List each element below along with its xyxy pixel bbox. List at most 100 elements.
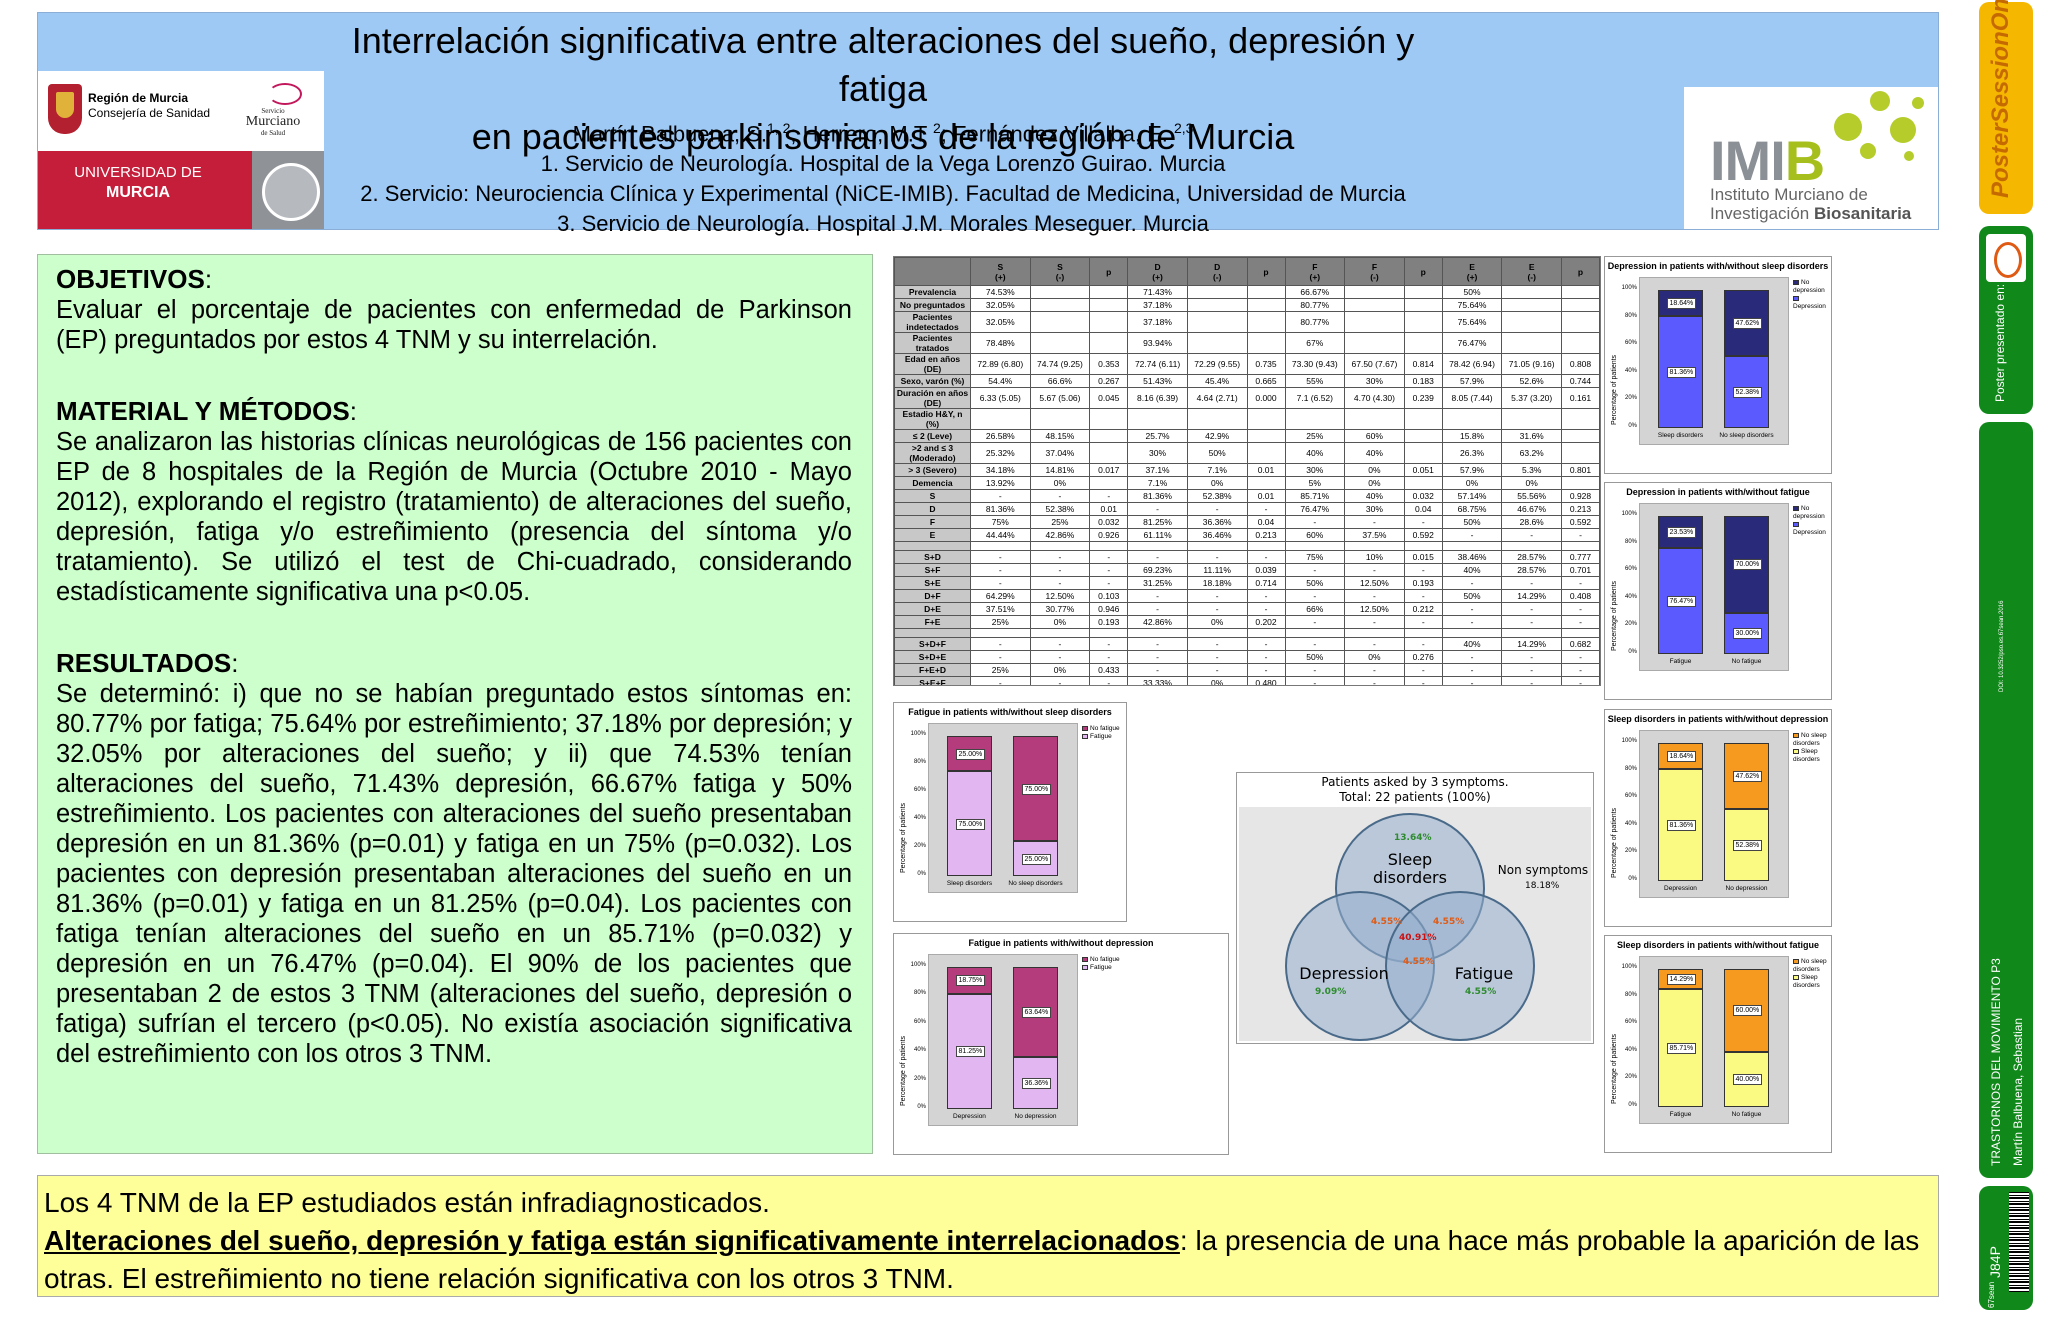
table-cell: 0.744	[1561, 374, 1600, 388]
table-cell	[1246, 311, 1286, 333]
table-cell: 37.1%	[1127, 463, 1188, 477]
table-cell: -	[1127, 602, 1188, 616]
table-cell: 0.202	[1246, 615, 1286, 629]
table-cell: 66.6%	[1029, 374, 1091, 388]
table-cell: 52.38%	[1186, 489, 1248, 503]
table-cell	[1403, 285, 1443, 299]
table-cell: -	[1561, 615, 1600, 629]
table-cell: -	[970, 650, 1031, 664]
y-tick-label: 100%	[910, 962, 926, 968]
table-cell: 67.50 (7.67)	[1344, 353, 1405, 375]
table-cell: -	[1089, 637, 1129, 651]
y-axis-label: Percentage of patients	[1611, 580, 1618, 651]
table-cell	[1501, 285, 1562, 299]
table-cell: -	[1441, 576, 1503, 590]
table-cell	[1089, 285, 1129, 299]
table-cell: 45.4%	[1186, 374, 1248, 388]
table-cell	[1186, 332, 1248, 354]
table-cell: 30%	[1344, 374, 1405, 388]
table-header-cell: p	[1089, 257, 1129, 286]
table-cell: 25%	[970, 615, 1031, 629]
y-axis-label: Percentage of patients	[1611, 807, 1618, 878]
y-tick-label: 100%	[1621, 964, 1637, 970]
event-logo-icon	[1986, 234, 2026, 282]
bar-data-label: 52.38%	[1732, 839, 1763, 851]
table-cell: -	[1501, 602, 1562, 616]
venn-non-symptoms-pct: 18.18%	[1525, 881, 1560, 891]
table-row-label: D+F	[894, 589, 971, 603]
table-cell	[1561, 442, 1600, 464]
author-name: Martín Balbuena, Sebastian	[2011, 1017, 2025, 1166]
bar-data-label: 81.36%	[1666, 366, 1697, 378]
table-cell	[1441, 541, 1503, 551]
table-cell	[1561, 408, 1600, 430]
table-cell: 76.47%	[1441, 332, 1503, 354]
table-row-label: No preguntados	[894, 298, 971, 312]
affiliation-1: 1. Servicio de Neurología. Hospital de l…	[540, 151, 1226, 177]
table-cell: 11.11%	[1186, 563, 1248, 577]
table-cell: 25.32%	[970, 442, 1031, 464]
table-cell: -	[1561, 663, 1600, 677]
table-cell: 57.9%	[1441, 463, 1503, 477]
table-row: S+D+E------50%0%0.276---	[894, 650, 1600, 664]
table-cell: 25.7%	[1127, 429, 1188, 443]
y-tick-label: 20%	[1624, 395, 1637, 402]
table-cell: 0.714	[1246, 576, 1286, 590]
table-cell	[1127, 408, 1188, 430]
bar-data-label: 75.00%	[1021, 783, 1052, 795]
table-header-cell: E (+)	[1441, 257, 1503, 286]
venn-diagram: Patients asked by 3 symptoms. Total: 22 …	[1236, 772, 1594, 1044]
table-cell: 0.267	[1089, 374, 1129, 388]
y-tick-label: 60%	[1624, 340, 1637, 347]
table-cell: 26.3%	[1441, 442, 1503, 464]
legend-entry: Sleep disorders	[1793, 974, 1820, 989]
table-cell: 0.701	[1561, 563, 1600, 577]
table-cell: 0.04	[1246, 515, 1286, 529]
table-cell: 0.814	[1403, 353, 1443, 375]
table-cell: 0.04	[1403, 502, 1443, 516]
x-tick-label: Fatigue	[1669, 658, 1692, 665]
chart-title: Fatigue in patients with/without depress…	[968, 938, 1154, 948]
table-cell: -	[1403, 676, 1443, 685]
affiliation-2: 2. Servicio: Neurociencia Clínica y Expe…	[360, 181, 1406, 207]
table-cell: 12.50%	[1029, 589, 1091, 603]
table-cell: 28.57%	[1501, 550, 1562, 564]
table-cell: -	[1246, 663, 1286, 677]
table-row-label: Duración en años (DE)	[894, 387, 971, 409]
table-cell: -	[970, 576, 1031, 590]
table-cell: 6.33 (5.05)	[970, 387, 1031, 409]
table-row: S+D+F---------40%14.29%0.682	[894, 637, 1600, 651]
session-name: TRASTORNOS DEL MOVIMIENTO P3	[1989, 958, 2003, 1166]
y-tick-label: 0%	[1628, 423, 1637, 429]
table-cell: -	[970, 637, 1031, 651]
table-cell: 0.946	[1089, 602, 1129, 616]
table-cell	[1029, 408, 1091, 430]
table-cell: 0.103	[1089, 589, 1129, 603]
table-cell: 64.29%	[970, 589, 1031, 603]
y-tick-label: 20%	[913, 1075, 926, 1082]
university-seal-icon	[252, 151, 324, 229]
poster-title: Interrelación significativa entre altera…	[351, 20, 1415, 157]
venn-title: Patients asked by 3 symptoms. Total: 22 …	[1321, 775, 1509, 804]
x-tick-label: Fatigue	[1669, 1111, 1692, 1118]
table-cell: 28.6%	[1501, 515, 1562, 529]
table-cell: -	[1284, 515, 1346, 529]
table-cell	[1246, 476, 1286, 490]
y-tick-label: 0%	[917, 1104, 926, 1110]
table-cell: -	[970, 676, 1031, 685]
x-tick-label: Sleep disorders	[946, 880, 993, 887]
table-cell: 0.213	[1561, 502, 1600, 516]
y-tick-label: 60%	[913, 1018, 926, 1025]
event-code: 67sean	[1987, 1281, 1996, 1308]
table-row: Duración en años (DE)6.33 (5.05)5.67 (5.…	[894, 387, 1600, 409]
table-row	[894, 628, 1600, 638]
y-axis-label: Percentage of patients	[1611, 1033, 1618, 1104]
poster-session-online-badge[interactable]: PosterSessionOnline	[1979, 0, 2033, 214]
table-cell: -	[1284, 637, 1346, 651]
table-row-label: >2 and ≤ 3 (Moderado)	[894, 442, 971, 464]
